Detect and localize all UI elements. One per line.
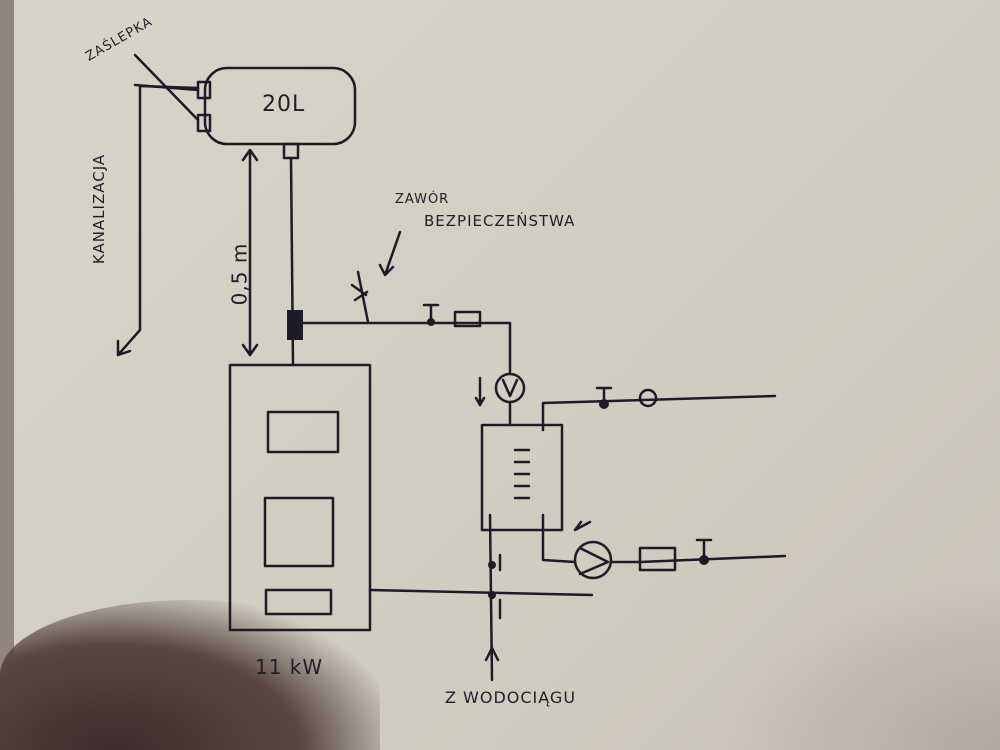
tank-outlet bbox=[282, 142, 300, 160]
exchanger-coil bbox=[513, 448, 531, 500]
hot-water-out bbox=[541, 394, 777, 432]
drain-label: KANALIZACJA bbox=[90, 153, 109, 265]
water-supply-label: Z WODOCIĄGU bbox=[445, 688, 577, 707]
tank-label: 20L bbox=[262, 92, 306, 117]
valve-joint bbox=[427, 318, 435, 326]
boiler-door-top bbox=[266, 410, 340, 454]
pump-2-symbol bbox=[578, 546, 610, 576]
pump-1 bbox=[494, 372, 526, 404]
pump-1-arrow bbox=[474, 376, 519, 407]
boiler-door-middle bbox=[263, 496, 335, 568]
heat-exchanger bbox=[480, 423, 564, 532]
valve-label-2: BEZPIECZEŃSTWA bbox=[424, 212, 576, 230]
valve-joint bbox=[699, 555, 709, 565]
filter-1 bbox=[453, 310, 482, 328]
paper-edge bbox=[0, 0, 14, 750]
height-arrow bbox=[241, 148, 259, 357]
boiler-door-bottom bbox=[264, 588, 333, 616]
valve-pointer bbox=[378, 230, 402, 277]
tank-plug-bottom bbox=[196, 113, 212, 133]
tee-fitting bbox=[287, 310, 303, 340]
expansion-tank bbox=[203, 66, 357, 146]
boiler-power-label: 11 kW bbox=[255, 655, 324, 679]
pump-2 bbox=[573, 540, 613, 580]
meter bbox=[638, 388, 658, 408]
exchanger-to-pump-pipe bbox=[541, 513, 577, 564]
valve-joint bbox=[599, 399, 609, 409]
pump-2-arrow bbox=[573, 520, 592, 532]
safety-valve bbox=[350, 270, 370, 324]
filter-2 bbox=[638, 546, 677, 572]
supply-pipe bbox=[301, 321, 512, 374]
valve-joint bbox=[488, 561, 496, 569]
drain-line bbox=[116, 84, 200, 357]
cold-water-in bbox=[609, 554, 787, 564]
valve-label-1: ZAWÓR bbox=[395, 192, 450, 207]
valve-joint bbox=[488, 591, 496, 599]
return-valves bbox=[484, 553, 502, 662]
boiler bbox=[228, 363, 372, 632]
height-label: 0,5 m bbox=[227, 242, 252, 306]
hand-shadow bbox=[0, 600, 380, 750]
return-pipe bbox=[368, 513, 594, 682]
light-shadow bbox=[700, 570, 1000, 750]
